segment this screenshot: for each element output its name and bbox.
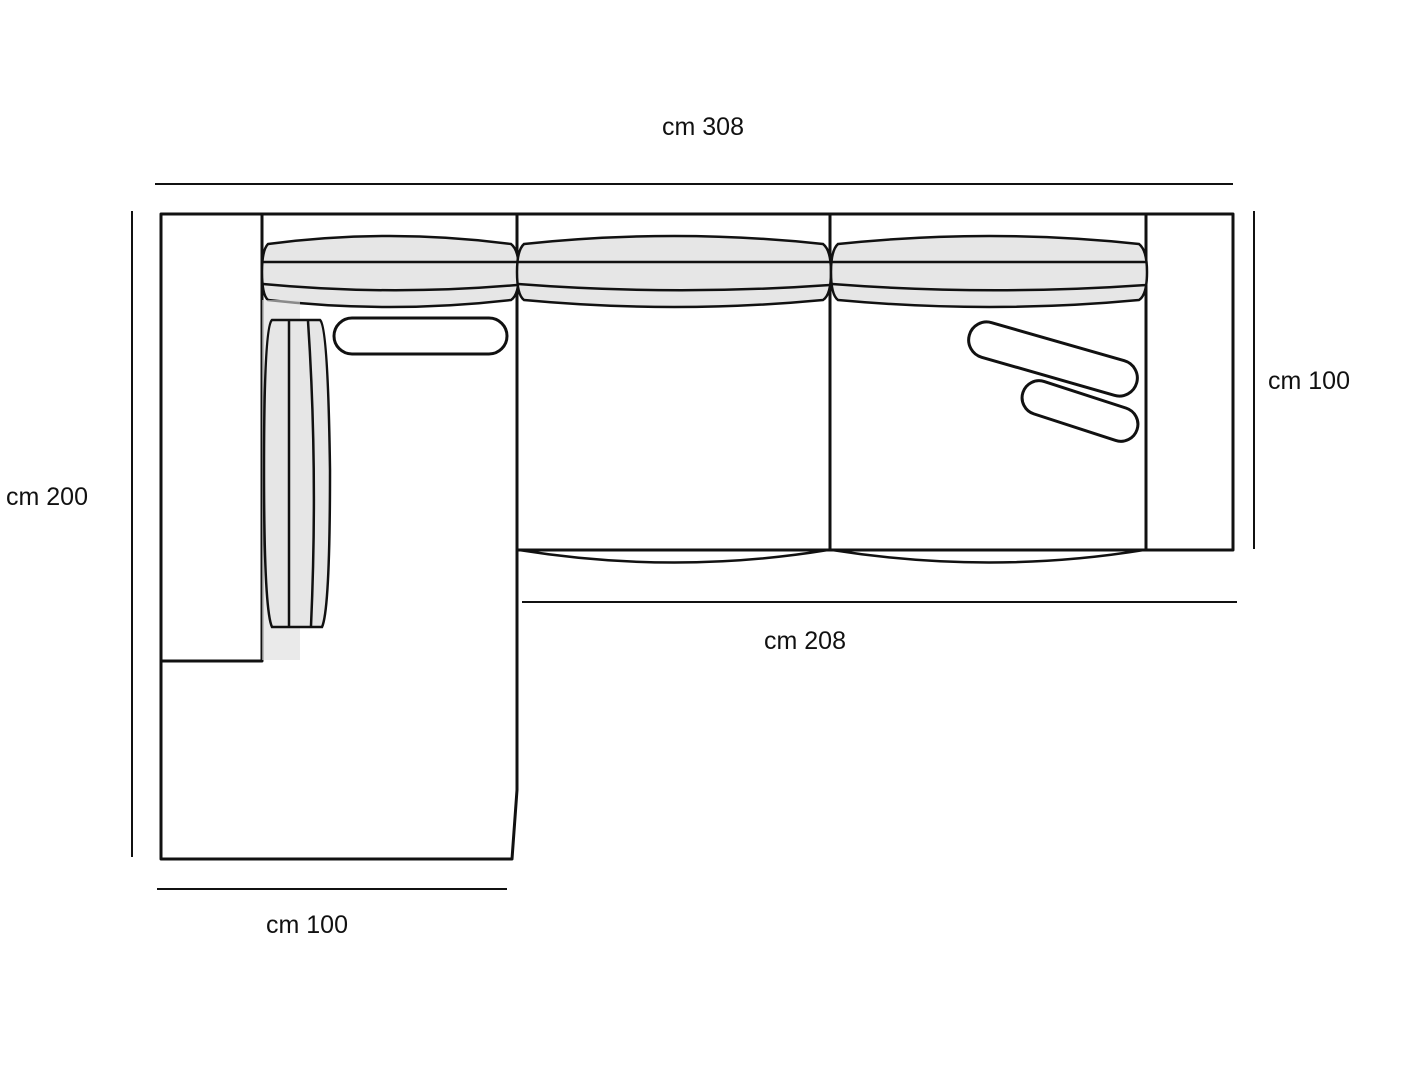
back-cushion-3-seam-lower — [831, 282, 1147, 292]
seat-front-edges — [518, 548, 1145, 564]
label-total-depth: cm 200 — [6, 483, 88, 511]
sofa-body-outline — [159, 212, 1235, 861]
back-cushion-2-seam-lower — [517, 282, 831, 292]
chaise-cushion-seam-2 — [306, 320, 316, 627]
pillow-right-large — [967, 320, 1139, 398]
back-cushions — [260, 234, 1149, 309]
chaise-back-cushion — [262, 300, 332, 660]
dimension-lines — [131, 183, 1255, 890]
back-cushion-2 — [515, 234, 833, 309]
back-cushion-1 — [260, 234, 521, 309]
pillow-chaise — [332, 316, 509, 356]
throw-pillows — [332, 316, 1140, 443]
left-armrest — [161, 214, 264, 663]
label-sofa-depth: cm 100 — [1268, 367, 1350, 395]
back-cushion-3 — [829, 234, 1149, 309]
label-total-width: cm 308 — [662, 113, 744, 141]
seat-front-edge-2 — [831, 548, 1145, 564]
pillow-right-small — [1020, 379, 1140, 443]
label-sofa-width: cm 208 — [764, 627, 846, 655]
chaise-cushion — [262, 318, 332, 629]
label-chaise-width: cm 100 — [266, 911, 348, 939]
back-cushion-1-seam-lower — [262, 282, 518, 292]
seat-front-edge-1 — [518, 548, 829, 564]
